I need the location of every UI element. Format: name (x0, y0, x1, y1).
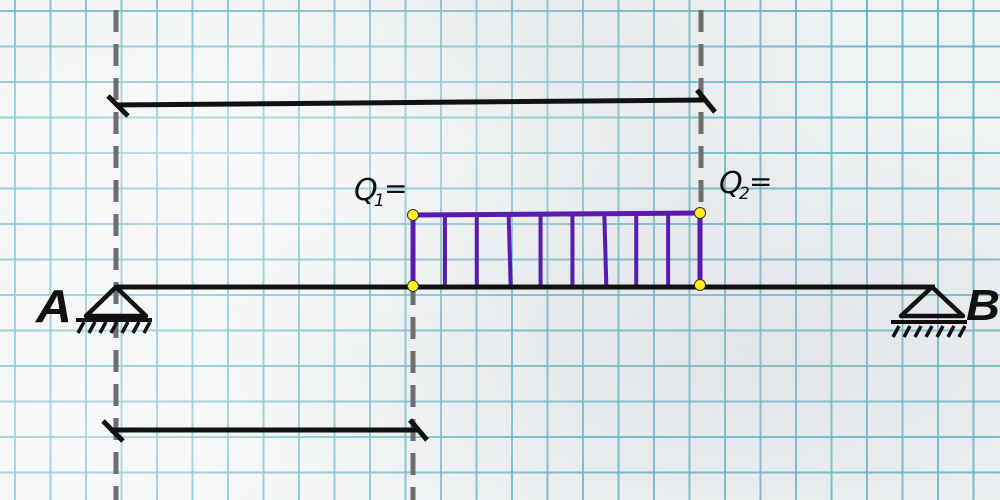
support-a (76, 284, 152, 334)
label-q2-letter: Q (719, 166, 743, 201)
label-q2-equals: = (749, 165, 772, 198)
label-q1-letter: Q (354, 173, 378, 208)
label-b: B (966, 281, 1000, 330)
label-q2: Q 2 = (719, 165, 772, 204)
point-q2-top[interactable] (694, 207, 706, 219)
load-top-edge (412, 210, 701, 218)
label-q2-subscript: 2 (739, 184, 750, 204)
point-q1-bottom[interactable] (407, 280, 419, 292)
point-q1-top[interactable] (407, 209, 419, 221)
load-hatch-line (602, 214, 609, 287)
dimension-bottom (101, 418, 429, 443)
dimension-top (106, 88, 717, 118)
load-hatch-line (506, 214, 513, 287)
label-q1: Q 1 = (354, 172, 407, 211)
support-b (891, 284, 967, 338)
label-q1-subscript: 1 (374, 191, 385, 211)
point-q2-bottom[interactable] (694, 279, 706, 291)
label-a: A (35, 280, 72, 332)
distributed-load (410, 210, 703, 287)
label-q1-equals: = (384, 172, 407, 205)
